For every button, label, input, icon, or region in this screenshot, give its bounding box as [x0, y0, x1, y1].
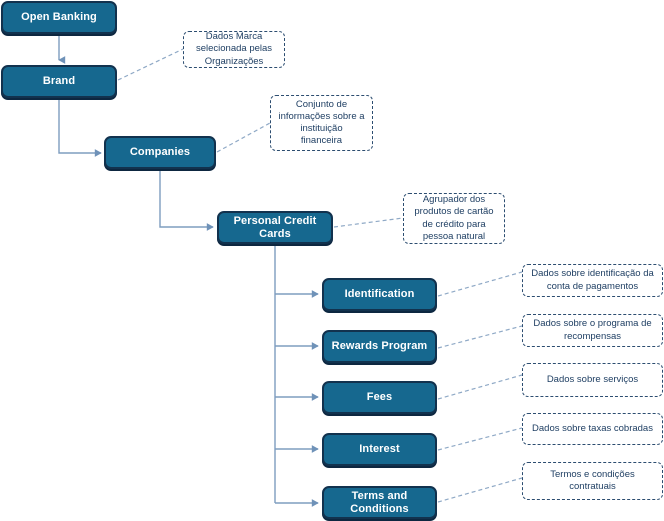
node-open-banking-label: Open Banking — [21, 11, 97, 24]
note-personal-credit-cards: Agrupador dos produtos de cartão de créd… — [403, 193, 505, 244]
leader-identification-note — [437, 271, 523, 297]
node-interest[interactable]: Interest — [322, 433, 437, 466]
edge-companies-personal-credit-cards — [159, 171, 214, 231]
node-terms-and-conditions[interactable]: Terms and Conditions — [322, 486, 437, 519]
node-companies[interactable]: Companies — [104, 136, 216, 169]
leader-rewards-program-note — [437, 325, 523, 349]
leader-fees-note — [437, 374, 523, 400]
note-fees: Dados sobre serviços — [522, 363, 663, 397]
node-rewards-program[interactable]: Rewards Program — [322, 330, 437, 363]
note-personal-credit-cards-text: Agrupador dos produtos de cartão de créd… — [414, 194, 494, 242]
note-rewards-program: Dados sobre o programa de recompensas — [522, 314, 663, 347]
node-brand[interactable]: Brand — [1, 65, 117, 98]
node-personal-credit-cards[interactable]: Personal Credit Cards — [217, 211, 333, 244]
note-brand: Dados Marca selecionada pelas Organizaçõ… — [183, 31, 285, 68]
edge-brand-companies — [58, 100, 102, 157]
note-terms-and-conditions-text: Termos e condições contratuais — [550, 468, 635, 492]
note-rewards-program-text: Dados sobre o programa de recompensas — [533, 318, 652, 342]
node-fees-label: Fees — [366, 391, 393, 404]
node-brand-label: Brand — [42, 75, 76, 88]
node-fees[interactable]: Fees — [322, 381, 437, 414]
leader-companies-note — [216, 122, 271, 153]
leader-personal-credit-cards-note — [333, 217, 404, 228]
node-identification[interactable]: Identification — [322, 278, 437, 311]
node-companies-label: Companies — [129, 146, 191, 159]
node-rewards-program-label: Rewards Program — [331, 340, 428, 353]
note-companies: Conjunto de informações sobre a institui… — [270, 95, 373, 151]
node-identification-label: Identification — [344, 288, 415, 301]
note-brand-text: Dados Marca selecionada pelas Organizaçõ… — [195, 31, 273, 67]
leader-terms-and-conditions-note — [437, 477, 523, 503]
note-identification: Dados sobre identificação da conta de pa… — [522, 264, 663, 297]
node-personal-credit-cards-label: Personal Credit Cards — [233, 214, 317, 240]
note-terms-and-conditions: Termos e condições contratuais — [522, 462, 663, 500]
note-interest-text: Dados sobre taxas cobradas — [532, 422, 653, 434]
note-fees-text: Dados sobre serviços — [546, 373, 639, 385]
leader-interest-note — [437, 427, 523, 451]
leader-brand-note — [117, 48, 184, 81]
note-identification-text: Dados sobre identificação da conta de pa… — [531, 268, 654, 292]
note-interest: Dados sobre taxas cobradas — [522, 413, 663, 445]
node-interest-label: Interest — [359, 443, 400, 456]
node-terms-and-conditions-label: Terms and Conditions — [350, 489, 409, 515]
note-companies-text: Conjunto de informações sobre a institui… — [278, 98, 365, 147]
node-open-banking[interactable]: Open Banking — [1, 1, 117, 34]
